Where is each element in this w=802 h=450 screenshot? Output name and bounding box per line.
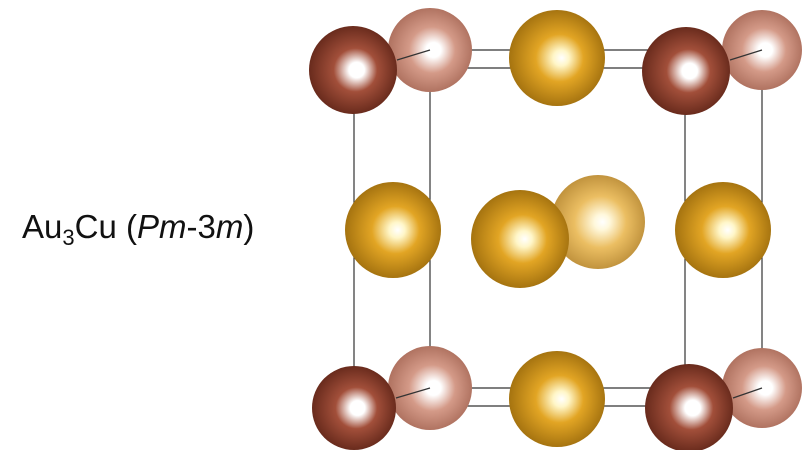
element-au: Au bbox=[22, 208, 63, 245]
space-group-part-3: m bbox=[215, 208, 244, 245]
cu-atom-front bbox=[309, 26, 397, 114]
cell-edge bbox=[395, 387, 431, 399]
au-atom-right-face bbox=[675, 182, 771, 278]
cell-edge bbox=[729, 49, 763, 61]
stoichiometry-subscript: 3 bbox=[62, 225, 75, 250]
element-cu: Cu bbox=[74, 208, 117, 245]
au-atom-back bbox=[551, 175, 645, 269]
paren-close: ) bbox=[243, 208, 255, 245]
cu-atom-front bbox=[642, 27, 730, 115]
cell-edge bbox=[732, 387, 763, 399]
cu-atom-front bbox=[645, 364, 733, 450]
cu-atom-front bbox=[312, 366, 396, 450]
au-atom-front-face bbox=[471, 190, 569, 288]
au-atom-top-face bbox=[509, 10, 605, 106]
au-atom-bottom-face bbox=[509, 351, 605, 447]
structure-label: Au3Cu (Pm-3m) bbox=[22, 207, 255, 250]
space-group-part-1: Pm bbox=[136, 208, 187, 245]
cell-edge bbox=[396, 49, 431, 61]
paren-open: ( bbox=[116, 208, 137, 245]
au-atom-left-face bbox=[345, 182, 441, 278]
space-group-part-2: -3 bbox=[186, 208, 216, 245]
